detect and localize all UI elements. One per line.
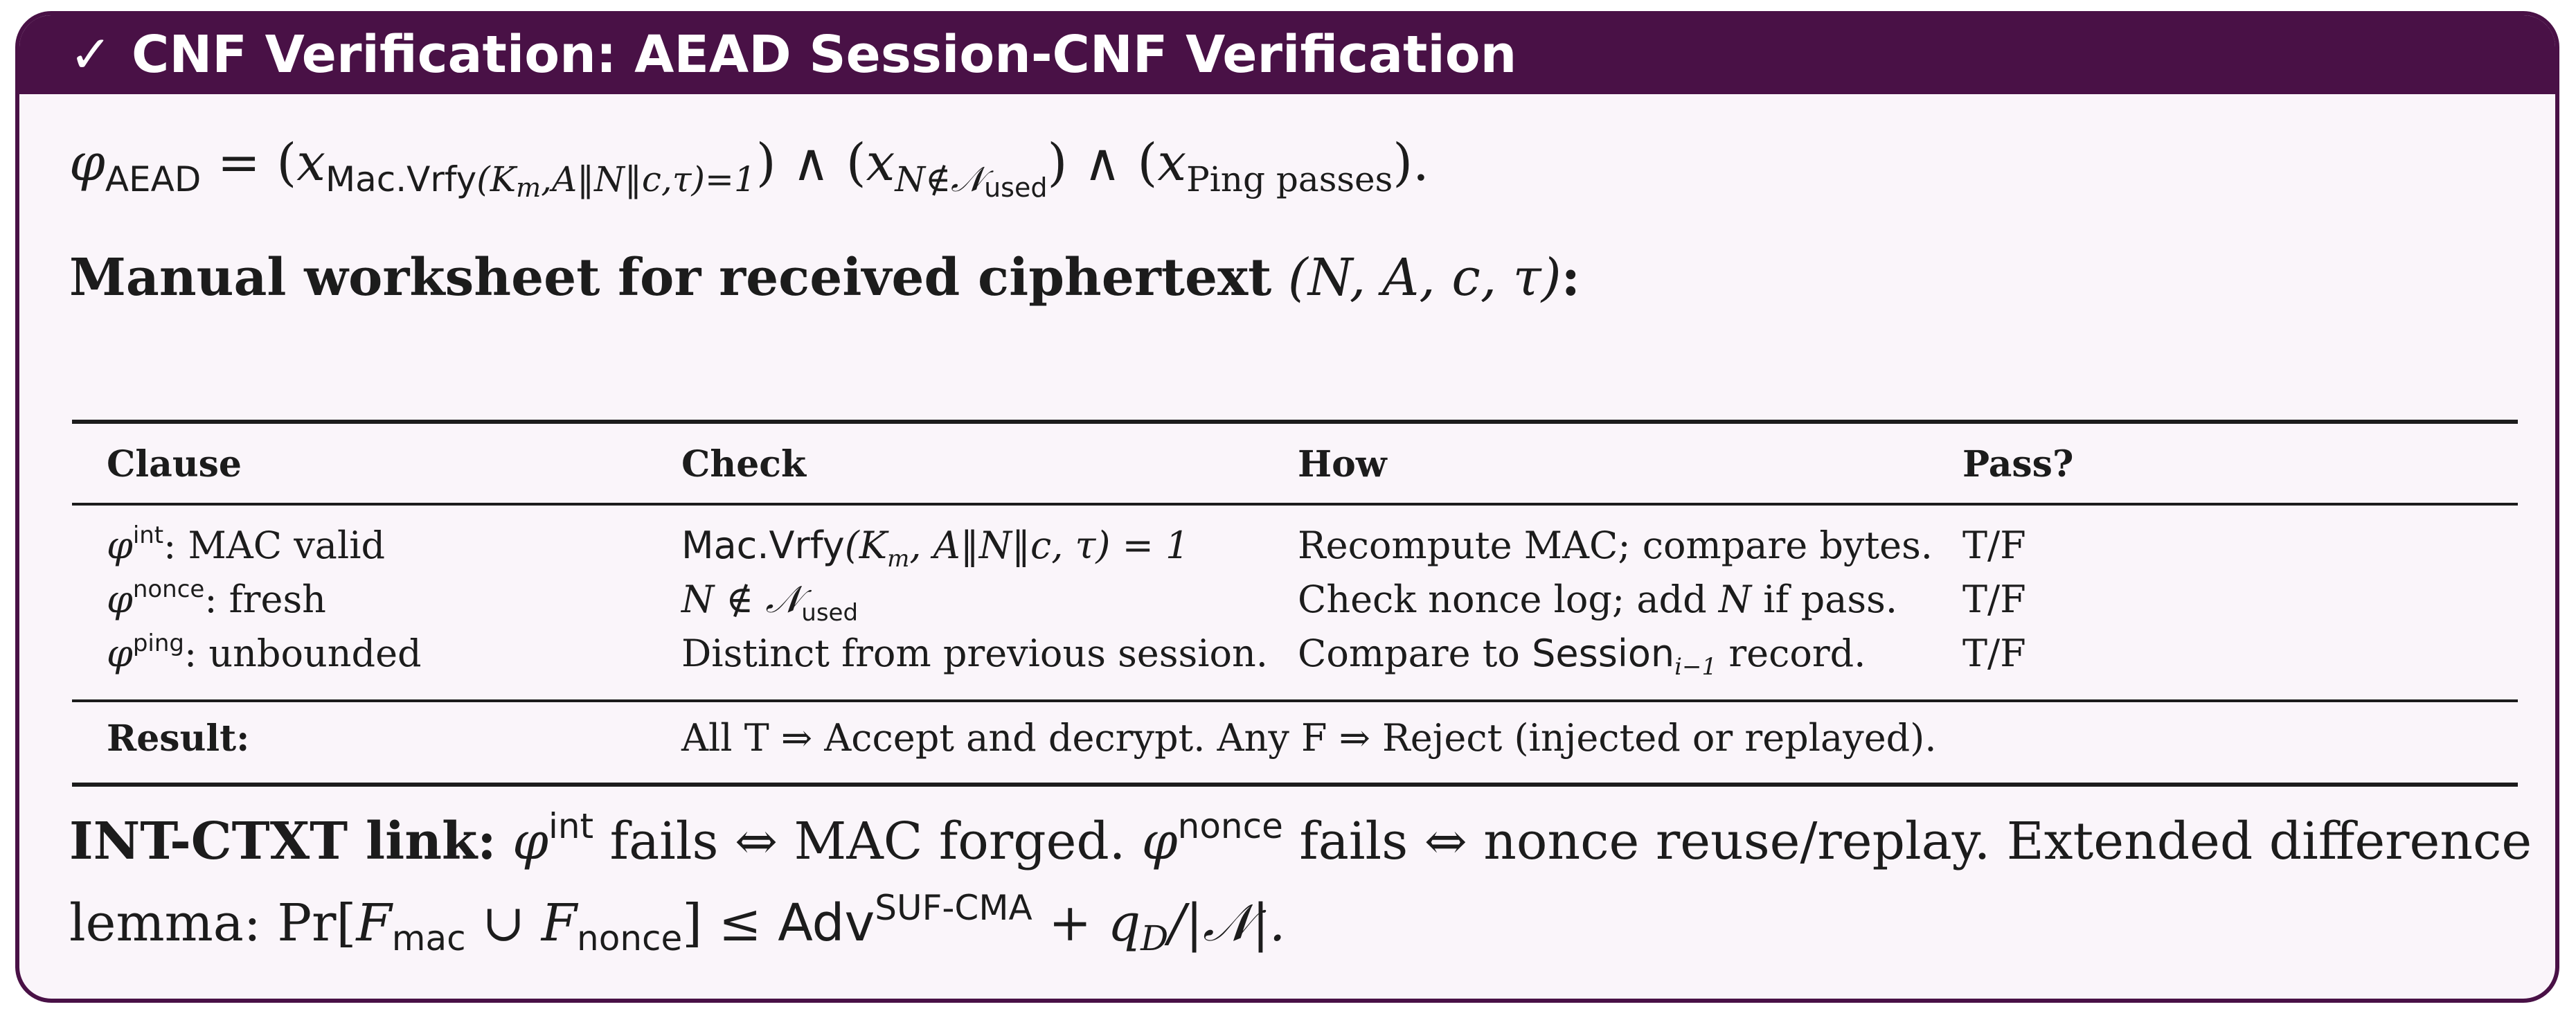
formula-and-2: ) ∧ ( <box>1047 133 1158 193</box>
lemma-end: /|𝒩|. <box>1168 893 1286 953</box>
result-text: All T ⇒ Accept and decrypt. Any F ⇒ Reje… <box>681 716 1937 760</box>
table-top-rule <box>72 420 2518 424</box>
row3-phi: φ <box>107 632 133 675</box>
clause1-fn: Mac.Vrfy <box>325 159 477 199</box>
lemma-plus: + <box>1032 893 1108 953</box>
worksheet-colon: : <box>1561 248 1580 307</box>
clause3: Ping passes <box>1186 159 1393 199</box>
worksheet-label: Manual worksheet for received ciphertext <box>69 248 1272 307</box>
row3-pass: T/F <box>1962 632 2026 675</box>
formula-x1: x <box>296 133 325 193</box>
row2-how: Check nonce log; add N if pass. <box>1298 578 1897 621</box>
row3-check: Distinct from previous session. <box>681 632 1268 675</box>
row2-clause: φnonce: fresh <box>107 578 326 621</box>
header-how: How <box>1298 443 1387 485</box>
lemma-f-mac: F <box>356 893 392 953</box>
formula-end: ). <box>1393 133 1429 193</box>
lemma-f-nonce: F <box>541 893 578 953</box>
table-header-rule <box>72 503 2518 506</box>
row1-clause-text: : MAC valid <box>163 524 386 567</box>
worksheet-heading: Manual worksheet for received ciphertext… <box>69 248 1580 307</box>
row2-pass: T/F <box>1962 578 2026 621</box>
clause1-m: m <box>516 172 542 203</box>
worksheet-tuple: (N, A, c, τ) <box>1271 248 1562 307</box>
row2-clause-text: : fresh <box>204 578 326 621</box>
formula-phi-subscript: AEAD <box>105 159 202 199</box>
row1-check-rest: , A‖N‖c, τ) = 1 <box>909 524 1190 567</box>
lemma-pr: lemma: Pr[ <box>69 893 357 953</box>
clause1-args: (K <box>476 159 517 199</box>
checkmark-icon: ✓ <box>69 25 113 84</box>
box-title-bar: ✓ CNF Verification: AEAD Session-CNF Veri… <box>19 15 2555 94</box>
row2-how-post: if pass. <box>1751 578 1898 621</box>
row2-phi: φ <box>107 578 133 621</box>
row1-check: Mac.Vrfy(Km, A‖N‖c, τ) = 1 <box>681 524 1190 571</box>
link-text-2: fails ⇔ nonce reuse/replay. Extended dif… <box>1282 812 2532 871</box>
verification-box: ✓ CNF Verification: AEAD Session-CNF Veri… <box>15 11 2559 1003</box>
row1-sup: int <box>132 521 164 549</box>
lemma-mac-sub: mac <box>391 918 466 958</box>
formula-equals: = ( <box>201 133 297 193</box>
table-result-rule <box>72 699 2518 702</box>
link-text-1: fails ⇔ MAC forged. <box>593 812 1142 871</box>
link-label: INT-CTXT link: <box>69 812 497 871</box>
lemma-adv-sup: SUF-CMA <box>875 888 1032 928</box>
row3-sup: ping <box>132 629 184 657</box>
row1-check-fn: Mac.Vrfy <box>681 524 845 567</box>
lemma-nonce-sub: nonce <box>577 918 683 958</box>
row1-check-args: (K <box>844 524 888 567</box>
link-phi-nonce: φ <box>1141 812 1178 871</box>
clause1-rest: ,A‖N‖c,τ)=1 <box>541 159 756 199</box>
row1-phi: φ <box>107 524 133 567</box>
lemma-adv: Adv <box>778 893 875 953</box>
header-pass: Pass? <box>1962 443 2074 485</box>
header-check: Check <box>681 443 806 485</box>
row1-check-m: m <box>887 545 910 573</box>
row1-pass: T/F <box>1962 524 2026 567</box>
row2-check-main: N ∉ 𝒩 <box>681 578 802 621</box>
clause2: N∉𝒩 <box>895 159 985 199</box>
formula-x2: x <box>866 133 895 193</box>
header-clause: Clause <box>107 443 242 485</box>
table-bottom-rule <box>72 783 2518 787</box>
link-phi-int: φ <box>512 812 548 871</box>
row3-how-session: Session <box>1532 632 1675 675</box>
clause2-used: used <box>984 172 1048 203</box>
link-sup-nonce: nonce <box>1177 806 1283 846</box>
lemma-q: q <box>1107 893 1141 953</box>
row2-sup: nonce <box>132 575 205 603</box>
row3-clause-text: : unbounded <box>184 632 422 675</box>
int-ctxt-link-line1: INT-CTXT link: φint fails ⇔ MAC forged. … <box>69 809 2532 871</box>
formula-x3: x <box>1157 133 1187 193</box>
lemma-leq: ] ≤ <box>682 893 778 953</box>
row2-check: N ∉ 𝒩used <box>681 578 858 625</box>
row3-how-sub: i−1 <box>1674 653 1717 681</box>
row3-clause: φping: unbounded <box>107 632 422 675</box>
row2-how-n: N <box>1718 578 1752 621</box>
formula-phi: φ <box>69 133 105 193</box>
formula-and-1: ) ∧ ( <box>755 133 866 193</box>
cnf-formula: φAEAD = (xMac.Vrfy(Km,A‖N‖c,τ)=1) ∧ (xN∉… <box>69 133 1429 201</box>
row2-check-sub: used <box>801 599 859 627</box>
row2-how-pre: Check nonce log; add <box>1298 578 1719 621</box>
row1-how: Recompute MAC; compare bytes. <box>1298 524 1933 567</box>
link-sup-int: int <box>548 806 594 846</box>
box-title: CNF Verification: AEAD Session-CNF Verif… <box>132 25 1517 84</box>
row1-clause: φint: MAC valid <box>107 524 385 567</box>
row3-how-pre: Compare to <box>1298 632 1532 675</box>
row3-how: Compare to Sessioni−1 record. <box>1298 632 1866 679</box>
lemma-cup: ∪ <box>465 893 542 953</box>
row3-how-post: record. <box>1717 632 1866 675</box>
lemma-q-sub: D <box>1141 918 1169 958</box>
result-label: Result: <box>107 717 250 760</box>
int-ctxt-link-line2: lemma: Pr[Fmac ∪ Fnonce] ≤ AdvSUF-CMA + … <box>69 891 1286 956</box>
